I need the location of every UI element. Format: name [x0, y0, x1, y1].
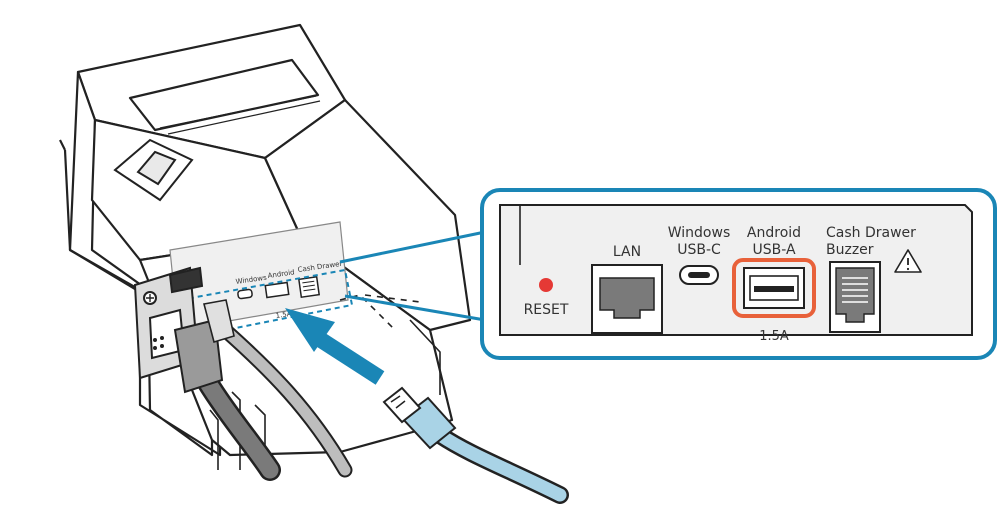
rear-usb-c-port — [237, 288, 253, 300]
android-label: Android — [747, 225, 801, 241]
lan-cable — [203, 299, 353, 478]
usb-a-port: Android USB-A 1.5A — [732, 225, 816, 344]
lan-label: LAN — [613, 244, 641, 260]
usb-a-cable — [382, 386, 569, 504]
reset-button: RESET — [524, 278, 569, 318]
rear-rj-port — [297, 275, 321, 299]
rear-label-rating: 1.5A — [275, 310, 292, 320]
cover-open-lever — [113, 138, 194, 202]
power-cable — [173, 318, 281, 481]
usb-a-label: USB-A — [752, 242, 795, 258]
windows-label: Windows — [668, 225, 731, 241]
callout-leaders — [339, 230, 486, 322]
buzzer-label: Buzzer — [826, 242, 874, 258]
rear-usb-a-port — [264, 281, 290, 299]
usb-c-label: USB-C — [677, 242, 721, 258]
insert-direction-arrow — [285, 308, 385, 385]
rear-label-android: Android — [267, 268, 295, 280]
lan-port: LAN — [591, 244, 663, 334]
usb-c-port: Windows USB-C — [668, 225, 731, 285]
warning-triangle-icon — [894, 249, 922, 273]
cash-drawer-label: Cash Drawer — [826, 225, 916, 241]
cash-drawer-port: Cash Drawer Buzzer — [826, 225, 916, 333]
reset-label: RESET — [524, 302, 569, 318]
callout-panel — [480, 188, 997, 360]
usb-a-rating: 1.5A — [759, 329, 789, 344]
